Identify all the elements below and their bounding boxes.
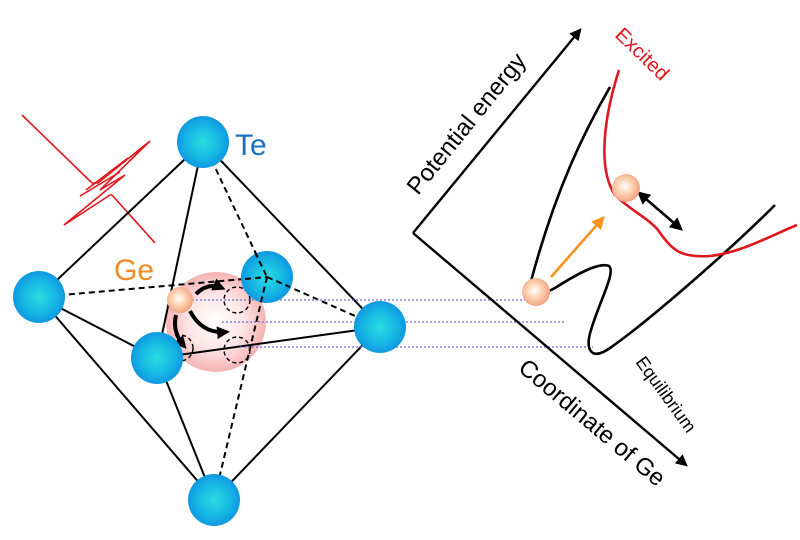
te-atom-top: [177, 116, 229, 168]
excited-curve: [603, 69, 798, 258]
oscillation-arrow: [637, 191, 683, 231]
energy-axes: [412, 28, 688, 467]
ge-ball-equilibrium: [522, 278, 550, 306]
laser-pulse-icon: [21, 114, 156, 244]
equilibrium-label: Equilibrium: [632, 353, 701, 437]
back-atom-dashed-overlay: [244, 251, 291, 303]
potential-energy-axis: [412, 28, 582, 234]
vacancy-site: [223, 336, 251, 364]
coordinate-axis: [412, 232, 688, 467]
te-atom-bottom: [188, 474, 240, 526]
te-atom-right: [354, 301, 406, 353]
equilibrium-curve: [528, 86, 776, 355]
te-atom-left: [13, 271, 65, 323]
te-atom-front: [131, 332, 183, 384]
te-label: Te: [235, 129, 267, 162]
potential-energy-label: Potential energy: [402, 48, 532, 200]
ge-label: Ge: [114, 254, 154, 287]
excitation-arrow: [550, 216, 605, 278]
ge-atom: [167, 287, 193, 313]
ge-ball-excited: [612, 174, 640, 202]
excited-label: Excited: [611, 24, 673, 85]
vacancy-site: [166, 334, 194, 362]
ge-hopping-arrows: [173, 278, 230, 349]
